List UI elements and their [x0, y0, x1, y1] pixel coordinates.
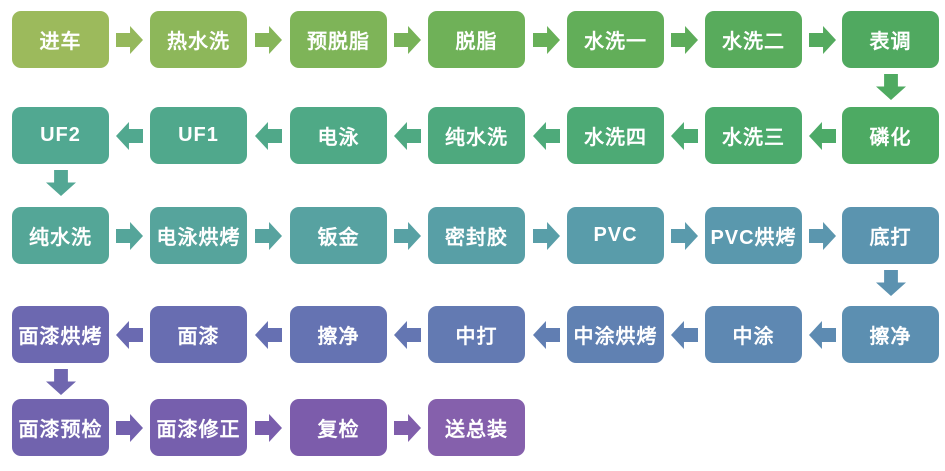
- process-step-box: 水洗三: [705, 107, 802, 164]
- flow-arrow-right-icon: [255, 414, 282, 442]
- process-step-label: 擦净: [317, 326, 360, 348]
- flow-arrow-left-icon: [809, 122, 836, 150]
- process-step-label: 水洗一: [584, 31, 647, 53]
- process-step-box: 送总装: [428, 399, 525, 456]
- process-step-box: 水洗二: [705, 11, 802, 68]
- process-step-box: 预脱脂: [290, 11, 387, 68]
- flow-arrow-right-icon: [116, 26, 143, 54]
- process-step-box: 中打: [428, 306, 525, 363]
- process-step-box: PVC烘烤: [705, 207, 802, 264]
- process-step-box: UF1: [150, 107, 247, 164]
- process-step-label: UF1: [178, 124, 219, 146]
- process-step-label: 中涂烘烤: [573, 326, 658, 348]
- flow-arrow-right-icon: [809, 26, 836, 54]
- process-step-label: 钣金: [317, 227, 360, 249]
- process-step-label: 水洗三: [722, 127, 785, 149]
- flow-arrow-right-icon: [671, 26, 698, 54]
- process-step-label: 脱脂: [455, 31, 498, 53]
- flow-arrow-right-icon: [533, 222, 560, 250]
- process-step-label: PVC: [593, 224, 638, 246]
- process-step-box: 磷化: [842, 107, 939, 164]
- process-step-box: UF2: [12, 107, 109, 164]
- flow-arrow-left-icon: [671, 321, 698, 349]
- process-step-box: 纯水洗: [12, 207, 109, 264]
- process-step-box: 面漆烘烤: [12, 306, 109, 363]
- process-step-label: 面漆预检: [18, 419, 103, 441]
- process-step-box: 电泳烘烤: [150, 207, 247, 264]
- flow-arrow-right-icon: [394, 26, 421, 54]
- flow-arrow-left-icon: [116, 122, 143, 150]
- flow-arrow-left-icon: [533, 122, 560, 150]
- flow-arrow-right-icon: [809, 222, 836, 250]
- process-step-label: 水洗二: [722, 31, 785, 53]
- process-step-box: 密封胶: [428, 207, 525, 264]
- process-step-label: 底打: [869, 227, 912, 249]
- process-step-label: 预脱脂: [307, 31, 370, 53]
- process-step-label: PVC烘烤: [710, 227, 797, 249]
- process-step-box: 擦净: [842, 306, 939, 363]
- flow-arrow-right-icon: [116, 414, 143, 442]
- flow-arrow-left-icon: [255, 122, 282, 150]
- process-step-box: 底打: [842, 207, 939, 264]
- process-step-label: 电泳: [317, 127, 360, 149]
- flow-arrow-left-icon: [671, 122, 698, 150]
- process-step-box: 水洗一: [567, 11, 664, 68]
- process-step-label: 中打: [455, 326, 498, 348]
- process-step-label: 中涂: [732, 326, 775, 348]
- process-step-label: 表调: [869, 31, 912, 53]
- process-step-box: 中涂烘烤: [567, 306, 664, 363]
- flow-arrow-down-icon: [46, 369, 76, 395]
- flow-arrow-right-icon: [394, 222, 421, 250]
- process-step-label: 进车: [39, 31, 82, 53]
- flow-arrow-right-icon: [255, 222, 282, 250]
- flow-arrow-down-icon: [876, 270, 906, 296]
- flow-arrow-right-icon: [116, 222, 143, 250]
- process-step-label: 电泳烘烤: [156, 227, 241, 249]
- process-step-box: 纯水洗: [428, 107, 525, 164]
- flow-arrow-right-icon: [533, 26, 560, 54]
- process-step-box: PVC: [567, 207, 664, 264]
- process-step-box: 面漆预检: [12, 399, 109, 456]
- process-step-box: 中涂: [705, 306, 802, 363]
- flow-arrow-left-icon: [809, 321, 836, 349]
- process-step-box: 表调: [842, 11, 939, 68]
- process-step-label: 纯水洗: [29, 227, 92, 249]
- process-step-label: UF2: [40, 124, 81, 146]
- flow-arrow-left-icon: [116, 321, 143, 349]
- process-step-box: 电泳: [290, 107, 387, 164]
- process-step-label: 面漆修正: [156, 419, 241, 441]
- flow-arrow-left-icon: [394, 122, 421, 150]
- process-step-label: 水洗四: [584, 127, 647, 149]
- process-step-box: 擦净: [290, 306, 387, 363]
- process-step-label: 密封胶: [445, 227, 508, 249]
- process-step-label: 送总装: [445, 419, 508, 441]
- process-step-label: 纯水洗: [445, 127, 508, 149]
- process-step-label: 复检: [317, 419, 360, 441]
- flow-arrow-right-icon: [255, 26, 282, 54]
- process-step-box: 热水洗: [150, 11, 247, 68]
- process-step-label: 擦净: [869, 326, 912, 348]
- process-step-box: 复检: [290, 399, 387, 456]
- process-step-box: 面漆: [150, 306, 247, 363]
- flow-arrow-left-icon: [533, 321, 560, 349]
- flow-arrow-right-icon: [394, 414, 421, 442]
- process-step-box: 进车: [12, 11, 109, 68]
- process-step-label: 面漆烘烤: [18, 326, 103, 348]
- process-step-label: 热水洗: [167, 31, 230, 53]
- flow-arrow-left-icon: [255, 321, 282, 349]
- flow-arrow-down-icon: [876, 74, 906, 100]
- flow-arrow-down-icon: [46, 170, 76, 196]
- process-step-box: 钣金: [290, 207, 387, 264]
- process-step-box: 水洗四: [567, 107, 664, 164]
- flow-arrow-left-icon: [394, 321, 421, 349]
- process-step-label: 面漆: [177, 326, 220, 348]
- process-step-box: 面漆修正: [150, 399, 247, 456]
- flow-arrow-right-icon: [671, 222, 698, 250]
- process-step-box: 脱脂: [428, 11, 525, 68]
- process-step-label: 磷化: [869, 127, 912, 149]
